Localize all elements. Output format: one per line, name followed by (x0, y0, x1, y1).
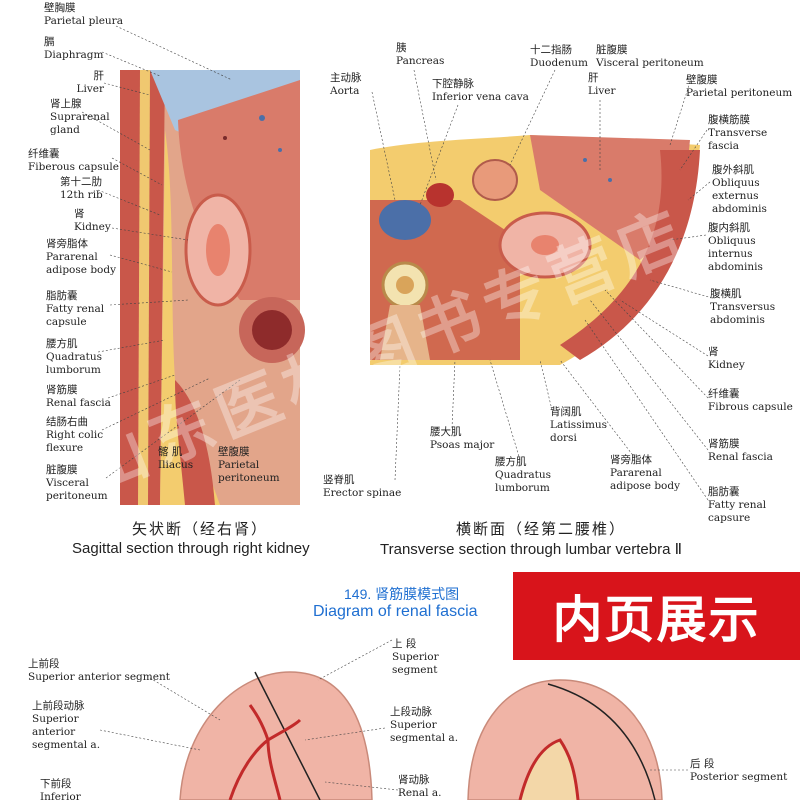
label-diaphragm: 膈 Diaphragm (44, 36, 104, 61)
label-posterior-segment: 后 段 Posterior segment (690, 758, 788, 783)
label-quadratus-lumborum-transverse: 腰方肌 Quadratus lumborum (495, 456, 552, 494)
label-12th-rib: 第十二肋 12th rib (60, 176, 103, 201)
transverse-section-illustration (370, 135, 700, 365)
promo-banner: 内页展示 (513, 572, 800, 660)
label-quadratus-lumborum-sagittal: 腰方肌 Quadratus lumborum (46, 338, 103, 376)
caption-transverse-en: Transverse section through lumbar verteb… (380, 541, 682, 558)
label-erector-spinae: 竖脊肌 Erector spinae (323, 474, 402, 499)
label-fatty-renal-capsule-sagittal: 脂肪囊 Fatty renal capsule (46, 290, 105, 328)
label-latissimus-dorsi: 背阔肌 Latissimus dorsi (550, 406, 608, 444)
figure-title-cn: 149. 肾筋膜模式图 (344, 586, 460, 602)
label-obliquus-internus: 腹内斜肌 Obliquus internus abdominis (708, 222, 763, 273)
label-superior-anterior-segment: 上前段 Superior anterior segment (28, 658, 170, 683)
label-duodenum: 十二指肠 Duodenum (530, 44, 588, 69)
label-transverse-fascia: 腹横筋膜 Transverse fascia (708, 114, 768, 152)
label-aorta: 主动脉 Aorta (330, 72, 362, 97)
label-suprarenal-gland: 肾上腺 Suprarenal gland (50, 98, 110, 136)
label-inferior-vena-cava: 下腔静脉 Inferior vena cava (432, 78, 529, 103)
label-parietal-peritoneum-transverse: 壁腹膜 Parietal peritoneum (686, 74, 793, 99)
label-liver-transverse: 肝 Liver (588, 72, 616, 97)
label-iliacus: 髂 肌 Iliacus (158, 446, 194, 471)
label-renal-fascia-transverse: 肾筋膜 Renal fascia (708, 438, 773, 463)
label-renal-a: 肾动脉 Renal a. (398, 774, 442, 799)
label-renal-fascia-sagittal: 肾筋膜 Renal fascia (46, 384, 111, 409)
label-fatty-renal-capsure: 脂肪囊 Fatty renal capsure (708, 486, 767, 524)
label-visceral-peritoneum-transverse: 脏腹膜 Visceral peritoneum (596, 44, 704, 69)
promo-banner-text: 内页展示 (552, 591, 761, 649)
label-inferior-anterior-segment: 下前段 Inferior (40, 778, 81, 803)
sagittal-section-illustration (120, 70, 305, 505)
label-psoas-major: 腰大肌 Psoas major (430, 426, 495, 451)
label-transversus-abdominis: 腹横肌 Transversus abdominis (710, 288, 776, 326)
label-kidney-transverse: 肾 Kidney (708, 346, 745, 371)
label-parietal-peritoneum-sagittal: 壁腹膜 Parietal peritoneum (218, 446, 280, 484)
caption-transverse-cn: 横断面（经第二腰椎） (456, 520, 627, 538)
label-right-colic-flexure: 结肠右曲 Right colic flexure (46, 416, 104, 454)
caption-sagittal-cn: 矢状断（经右肾） (132, 520, 269, 538)
label-fibrous-capsule-transverse: 纤维囊 Fibrous capsule (708, 388, 793, 413)
label-pancreas: 胰 Pancreas (396, 42, 445, 67)
label-liver-sagittal: 肝 Liver (76, 70, 105, 95)
label-parietal-pleura: 壁胸膜 Parietal pleura (44, 2, 123, 27)
label-kidney-sagittal: 肾 Kidney (74, 208, 111, 233)
figure-title-en: Diagram of renal fascia (313, 603, 478, 620)
label-visceral-peritoneum-sagittal: 脏腹膜 Visceral peritoneum (46, 464, 108, 502)
label-obliquus-externus: 腹外斜肌 Obliquus externus abdominis (712, 164, 767, 215)
leader-lines (81, 25, 713, 791)
label-pararenal-adipose-transverse: 肾旁脂体 Pararenal adipose body (610, 454, 681, 492)
label-superior-anterior-segmental-a: 上前段动脉 Superior anterior segmental a. (32, 700, 101, 751)
label-fiberous-capsule: 纤维囊 Fiberous capsule (28, 148, 119, 173)
label-superior-segmental-a: 上段动脉 Superior segmental a. (390, 706, 459, 744)
label-pararenal-adipose-sagittal: 肾旁脂体 Pararenal adipose body (46, 238, 117, 276)
label-superior-segment: 上 段 Superior segment (392, 638, 439, 676)
renal-segment-illustration (179, 671, 663, 800)
caption-sagittal-en: Sagittal section through right kidney (72, 540, 310, 557)
